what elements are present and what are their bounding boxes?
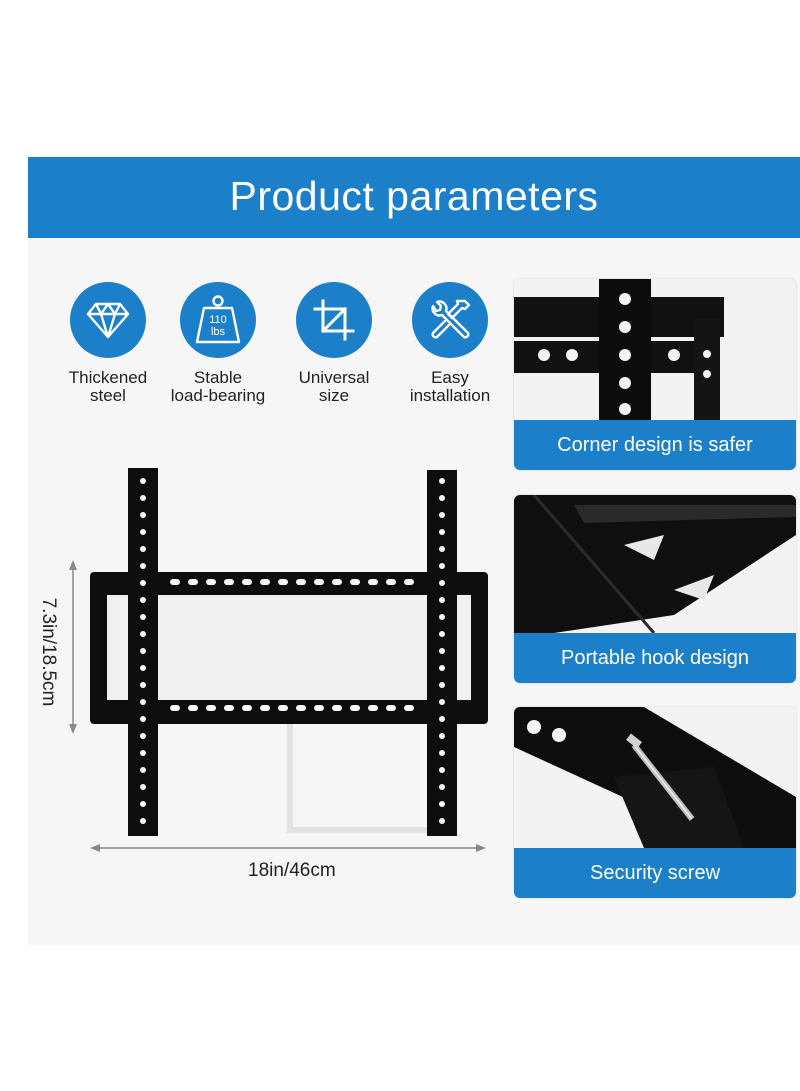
feature-label: Stable (193, 368, 243, 387)
page-title: Product parameters (229, 173, 599, 219)
card-caption: Portable hook design (514, 633, 796, 683)
hook-photo (514, 495, 796, 633)
diamond-icon (70, 282, 146, 358)
feature-universal-size: Universal size (279, 282, 389, 405)
crop-icon (296, 282, 372, 358)
feature-label: installation (409, 386, 491, 405)
corner-photo (514, 279, 796, 420)
weight-icon: 110 lbs (180, 282, 256, 358)
feature-label: steel (90, 386, 126, 405)
feature-thickened-steel: Thickened steel (53, 282, 163, 405)
card-caption: Corner design is safer (514, 420, 796, 470)
header-banner: Product parameters (28, 157, 800, 238)
feature-easy-installation: Easy installation (395, 282, 505, 405)
width-dimension-line (90, 844, 486, 852)
height-dimension-line (69, 560, 77, 734)
tv-mount-illustration (69, 468, 488, 852)
feature-label: Thickened (68, 368, 148, 387)
height-dimension: 7.3in/18.5cm (38, 597, 59, 707)
detail-card-screw: Security screw (514, 707, 796, 898)
width-dimension: 18in/46cm (248, 860, 336, 881)
weight-unit: lbs (211, 326, 226, 338)
feature-label: Easy (431, 368, 469, 387)
feature-label: load-bearing (170, 386, 266, 405)
screw-photo (514, 707, 796, 848)
tools-icon (412, 282, 488, 358)
feature-label: size (318, 386, 350, 405)
mount-bracket (90, 468, 488, 836)
screw-icon (626, 733, 695, 821)
weight-value: 110 (209, 314, 227, 326)
feature-stable-load-bearing: 110 lbs Stable load-bearing (163, 282, 273, 405)
card-caption: Security screw (514, 848, 796, 898)
background-table (287, 717, 443, 833)
detail-card-hook: Portable hook design (514, 495, 796, 683)
detail-card-corner: Corner design is safer (514, 279, 796, 470)
feature-label: Universal (298, 368, 370, 387)
